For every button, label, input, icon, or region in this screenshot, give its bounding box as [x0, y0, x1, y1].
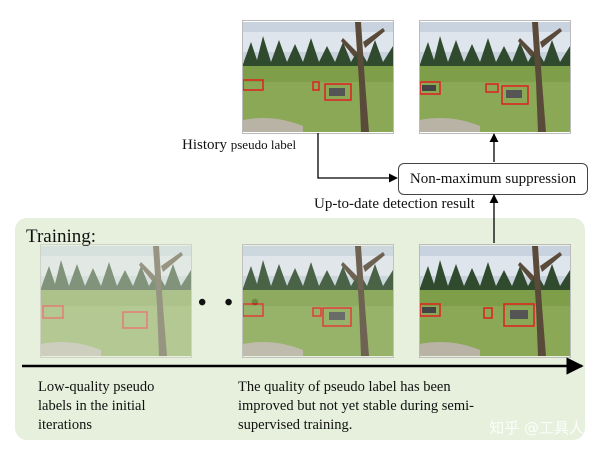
improved-line-1: The quality of pseudo label has been — [238, 379, 451, 395]
training-image-middle — [242, 244, 394, 358]
improved-line-3: supervised training. — [238, 417, 353, 433]
history-label-small: pseudo label — [230, 137, 297, 152]
training-image-latest — [419, 244, 571, 358]
uptodate-detection-label: Up-to-date detection result — [314, 196, 475, 212]
low-quality-line-2: labels in the initial — [38, 398, 146, 414]
low-quality-line-3: iterations — [38, 417, 92, 433]
improved-description: The quality of pseudo label has been imp… — [238, 378, 474, 435]
history-pseudo-label-caption: History pseudo label — [182, 137, 296, 154]
nms-label: Non-maximum suppression — [409, 171, 577, 187]
training-image-initial — [40, 244, 192, 358]
watermark: 知乎 @工具人 — [489, 419, 584, 437]
nms-result-image — [419, 20, 571, 134]
history-pseudo-label-image — [242, 20, 394, 134]
nms-box: Non-maximum suppression — [398, 163, 588, 195]
low-quality-description: Low-quality pseudo labels in the initial… — [38, 378, 154, 435]
training-label: Training: — [26, 226, 97, 247]
improved-line-2: improved but not yet stable during semi- — [238, 398, 474, 414]
low-quality-line-1: Low-quality pseudo — [38, 379, 155, 395]
history-label-main: History — [182, 137, 227, 153]
history-to-nms-arrow — [317, 133, 398, 183]
